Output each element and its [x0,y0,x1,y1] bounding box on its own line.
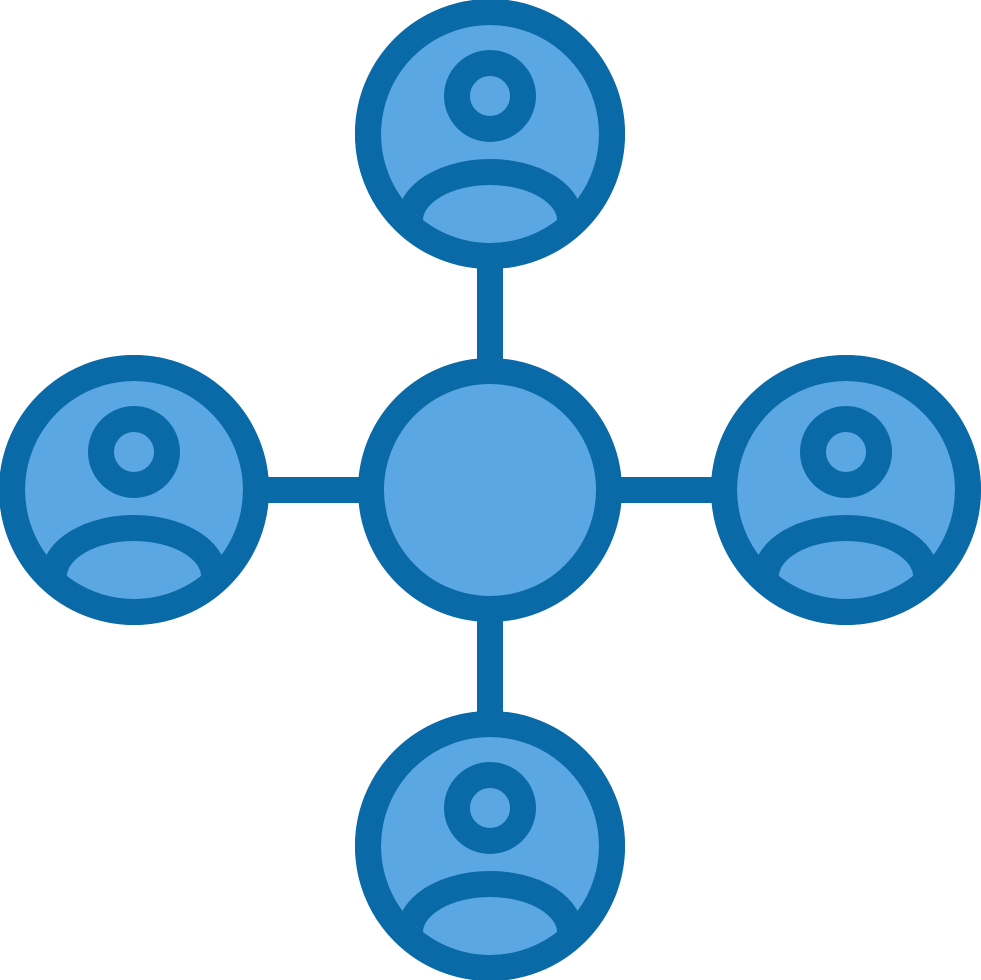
user-node-top [355,0,625,269]
person-head [444,50,536,142]
user-node-left [0,355,269,625]
user-node-ring [0,355,269,625]
user-node-right [711,355,981,625]
network-hub [358,358,622,622]
person-head [800,406,892,498]
user-node-ring [355,0,625,269]
user-node-ring [355,711,625,980]
user-node-ring [711,355,981,625]
person-head [444,762,536,854]
network-hub [358,358,622,622]
user-node-bottom [355,711,625,980]
person-head [88,406,180,498]
